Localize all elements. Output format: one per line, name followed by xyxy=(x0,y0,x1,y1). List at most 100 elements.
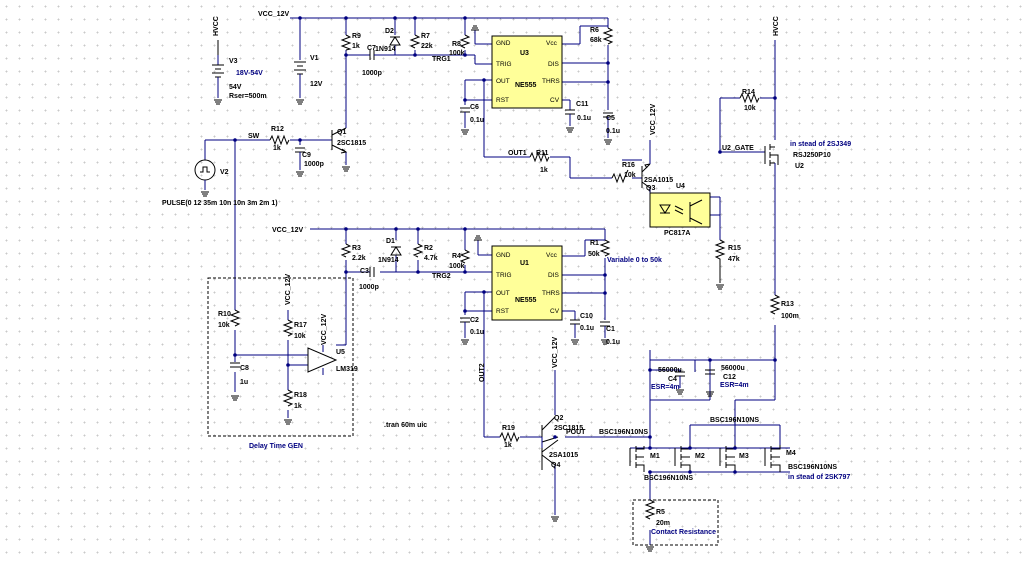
q1-part: 2SC1815 xyxy=(337,140,366,147)
m4-part: BSC196N10NS xyxy=(788,464,837,471)
r5-ref: R5 xyxy=(656,509,665,516)
q1-ref: Q1 xyxy=(337,129,346,136)
r12-value: 1k xyxy=(273,145,281,152)
r14-ref: R14 xyxy=(742,89,755,96)
c6-ref: C6 xyxy=(470,104,479,111)
ne555-u3 xyxy=(491,35,563,109)
bjt-symbols xyxy=(331,127,651,470)
v2-pulse: PULSE(0 12 35m 10n 10n 3m 2m 1) xyxy=(162,200,278,207)
u1-ref: U1 xyxy=(520,260,529,267)
m2-ref: M2 xyxy=(695,453,705,460)
c9-value: 1000p xyxy=(304,161,324,168)
u1-pin-trig: TRIG xyxy=(496,272,512,279)
c12-esr: ESR=4m xyxy=(720,382,749,389)
r8-value: 100k xyxy=(449,50,465,57)
u1-pin-dis: DIS xyxy=(548,272,560,279)
u1-pin-rst: RST xyxy=(496,308,509,315)
net-label-vcc-mid: VCC_12V xyxy=(272,227,303,234)
u5-ref: U5 xyxy=(336,349,345,356)
u2-ref: U2 xyxy=(795,163,804,170)
m4-ref: M4 xyxy=(786,450,796,457)
u4-part: PC817A xyxy=(664,230,690,237)
r7-value: 22k xyxy=(421,43,433,50)
u1-pin-thrs: THRS xyxy=(542,290,560,297)
net-label-vcc-q2: VCC_12V xyxy=(552,337,559,368)
u4-ref: U4 xyxy=(676,183,685,190)
c4-ref: C4 xyxy=(668,376,677,383)
r13-value: 100m xyxy=(781,313,799,320)
r4-value: 100k xyxy=(449,263,465,270)
u1-pin-cv: CV xyxy=(550,308,560,315)
u3-pin-trig: TRIG xyxy=(496,61,512,68)
m3-ref: M3 xyxy=(739,453,749,460)
v3-value: 18V-54V xyxy=(236,70,263,77)
r10-ref: R10 xyxy=(218,311,231,318)
c2-ref: C2 xyxy=(470,317,479,324)
v3-rser: Rser=500m xyxy=(229,93,267,100)
c3-value: 1000p xyxy=(359,284,379,291)
m1-ref: M1 xyxy=(650,453,660,460)
u3-part: NE555 xyxy=(515,82,537,89)
c1-ref: C1 xyxy=(606,326,615,333)
u3-pin-gnd: GND xyxy=(496,40,511,47)
r3-value: 2.2k xyxy=(352,255,366,262)
net-label-vcc-u5: VCC_12V xyxy=(321,314,328,345)
q4-ref: Q4 xyxy=(551,462,560,469)
r10-value: 10k xyxy=(218,322,230,329)
c4-value: 56000u xyxy=(658,367,682,374)
v2-ref: V2 xyxy=(220,169,229,176)
m2-part: BSC196N10NS xyxy=(710,417,759,424)
c12-value: 56000u xyxy=(721,365,745,372)
c8-value: 1u xyxy=(240,379,248,386)
u1-pin-out: OUT xyxy=(496,290,510,297)
r3-ref: R3 xyxy=(352,245,361,252)
u3-pin-dis: DIS xyxy=(548,61,560,68)
c12-ref: C12 xyxy=(723,374,736,381)
junction-dots xyxy=(233,16,777,474)
q3-part: 2SA1015 xyxy=(644,177,673,184)
u3-pin-rst: RST xyxy=(496,97,509,104)
net-label-vcc-q3: VCC_12V xyxy=(650,104,657,135)
c7-ref: C7 xyxy=(367,45,376,52)
labels: VCC_12V HVCC HVCC SW TRG1 TRG2 OUT1 OUT2… xyxy=(162,11,851,536)
q2-part: 2SC1815 xyxy=(554,425,583,432)
u3-pin-thrs: THRS xyxy=(542,78,560,85)
r1-ref: R1 xyxy=(590,240,599,247)
u1-part: NE555 xyxy=(515,297,537,304)
q2-ref: Q2 xyxy=(554,415,563,422)
r14-value: 10k xyxy=(744,105,756,112)
r8-ref: R8 xyxy=(452,41,461,48)
c2-value: 0.1u xyxy=(470,329,484,336)
delay-gen-box xyxy=(207,277,354,437)
net-label-out2: OUT2 xyxy=(479,363,486,382)
delay-gen-label: Delay Time GEN xyxy=(249,443,303,450)
optocoupler-u4 xyxy=(649,192,711,228)
r19-ref: R19 xyxy=(502,425,515,432)
net-label-out1: OUT1 xyxy=(508,150,527,157)
r1-value: 50k xyxy=(588,251,600,258)
voltage-sources xyxy=(194,40,306,190)
net-label-u2-gate: U2_GATE xyxy=(722,145,754,152)
c3-ref: C3 xyxy=(360,268,369,275)
r17-value: 10k xyxy=(294,333,306,340)
tran-directive: .tran 60m uic xyxy=(384,422,427,429)
r12-ref: R12 xyxy=(271,126,284,133)
c9-ref: C9 xyxy=(302,152,311,159)
r16-value: 10k xyxy=(624,172,636,179)
r9-value: 1k xyxy=(352,43,360,50)
u5-part: LM319 xyxy=(336,366,358,373)
comparator-u5 xyxy=(307,345,338,375)
d1-part: 1N914 xyxy=(378,257,399,264)
q4-part: 2SA1015 xyxy=(549,452,578,459)
r4-ref: R4 xyxy=(452,253,461,260)
d2-ref: D2 xyxy=(385,28,394,35)
r18-value: 1k xyxy=(294,403,302,410)
wires xyxy=(204,17,790,545)
u1-pin-vcc: Vcc xyxy=(546,252,558,259)
v1-value: 12V xyxy=(310,81,323,88)
d1-ref: D1 xyxy=(386,238,395,245)
u3-pin-out: OUT xyxy=(496,78,510,85)
v3-ref: V3 xyxy=(229,58,238,65)
net-label-sw: SW xyxy=(248,133,260,140)
u3-ref: U3 xyxy=(520,50,529,57)
